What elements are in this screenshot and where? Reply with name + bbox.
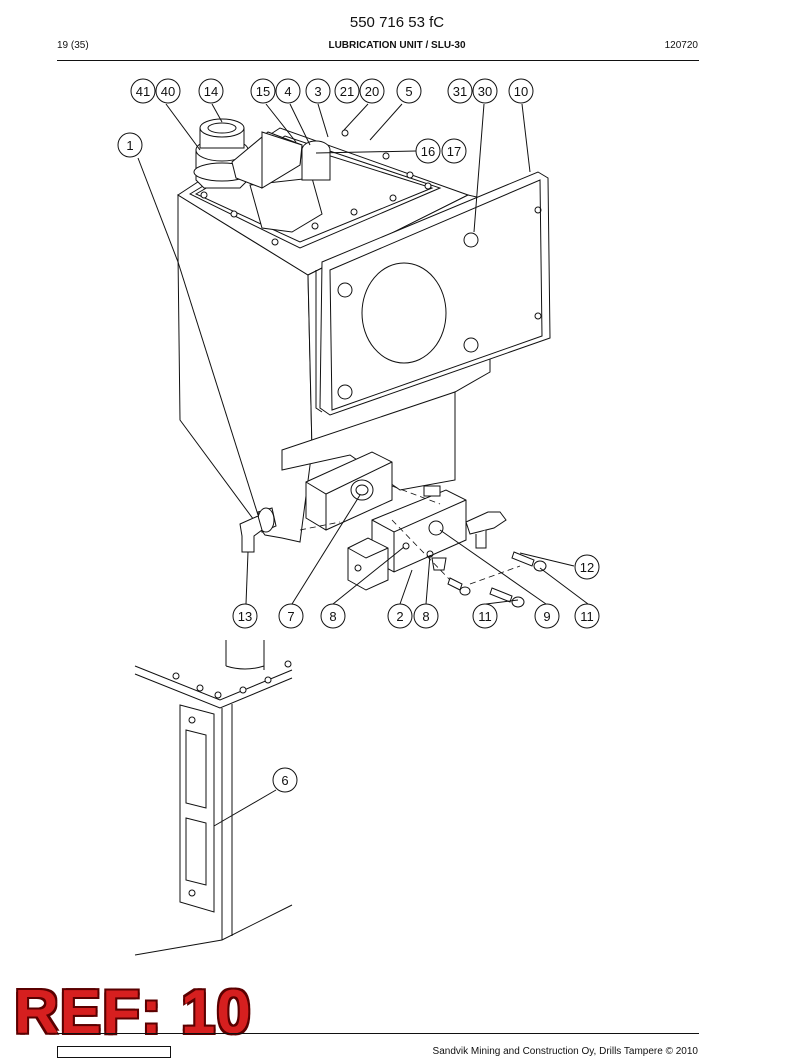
elbow-fitting (239, 507, 277, 553)
callout-15: 15 (250, 78, 276, 104)
document-title: LUBRICATION UNIT / SLU-30 (328, 40, 466, 51)
callout-label: 15 (256, 84, 270, 99)
screws (447, 551, 547, 608)
callout-label: 11 (478, 609, 492, 624)
callout-17: 17 (441, 138, 467, 164)
callout-12: 12 (574, 554, 600, 580)
callout-41: 41 (130, 78, 156, 104)
callout-21: 21 (334, 78, 360, 104)
callout-label: 11 (580, 609, 594, 624)
callout-2: 2 (387, 603, 413, 629)
assembly-lines (299, 485, 521, 585)
callout-31: 31 (447, 78, 473, 104)
callout-4: 4 (275, 78, 301, 104)
mounting-plate (315, 171, 551, 416)
callout-label: 3 (314, 84, 321, 99)
cover-bolts (200, 129, 432, 246)
callout-40: 40 (155, 78, 181, 104)
callout-label: 14 (204, 84, 218, 99)
callout-label: 20 (365, 84, 379, 99)
callout-label: 10 (514, 84, 528, 99)
callout-6: 6 (272, 767, 298, 793)
callout-label: 12 (580, 560, 594, 575)
callout-9: 9 (534, 603, 560, 629)
header-rule (57, 60, 699, 61)
leader-lines (137, 103, 589, 827)
callout-label: 40 (161, 84, 175, 99)
footer-rule (57, 1033, 699, 1034)
breather-filter (231, 131, 331, 233)
callout-label: 31 (453, 84, 467, 99)
callout-label: 7 (287, 609, 294, 624)
callout-7: 7 (278, 603, 304, 629)
callout-5: 5 (396, 78, 422, 104)
callout-label: 1 (126, 138, 133, 153)
callout-10: 10 (508, 78, 534, 104)
callout-label: 17 (447, 144, 461, 159)
callout-30: 30 (472, 78, 498, 104)
valve-block (347, 485, 467, 591)
callout-label: 8 (329, 609, 336, 624)
callout-1: 1 (117, 132, 143, 158)
callout-label: 9 (543, 609, 550, 624)
callout-label: 4 (284, 84, 291, 99)
page-number: 19 (35) (57, 40, 89, 51)
callout-8: 8 (413, 603, 439, 629)
callout-label: 6 (281, 773, 288, 788)
sight-glass-block (305, 451, 393, 531)
callout-label: 13 (238, 609, 252, 624)
callout-11: 11 (472, 603, 498, 629)
callout-label: 21 (340, 84, 354, 99)
callout-13: 13 (232, 603, 258, 629)
tee-fitting (465, 511, 507, 549)
company-logo (57, 1046, 171, 1058)
reference-stamp: REF: 10 (14, 978, 252, 1047)
document-date: 120720 (664, 40, 698, 51)
detail-view-6 (134, 640, 293, 956)
callout-3: 3 (305, 78, 331, 104)
callout-14: 14 (198, 78, 224, 104)
callout-8: 8 (320, 603, 346, 629)
callout-16: 16 (415, 138, 441, 164)
footer-copyright: Sandvik Mining and Construction Oy, Dril… (432, 1046, 698, 1057)
callout-label: 16 (421, 144, 435, 159)
callout-label: 2 (396, 609, 403, 624)
callout-20: 20 (359, 78, 385, 104)
callout-label: 30 (478, 84, 492, 99)
document-number: 550 716 53 fC (349, 14, 445, 31)
callout-label: 41 (136, 84, 150, 99)
callout-label: 5 (405, 84, 412, 99)
callout-11: 11 (574, 603, 600, 629)
callout-label: 8 (422, 609, 429, 624)
